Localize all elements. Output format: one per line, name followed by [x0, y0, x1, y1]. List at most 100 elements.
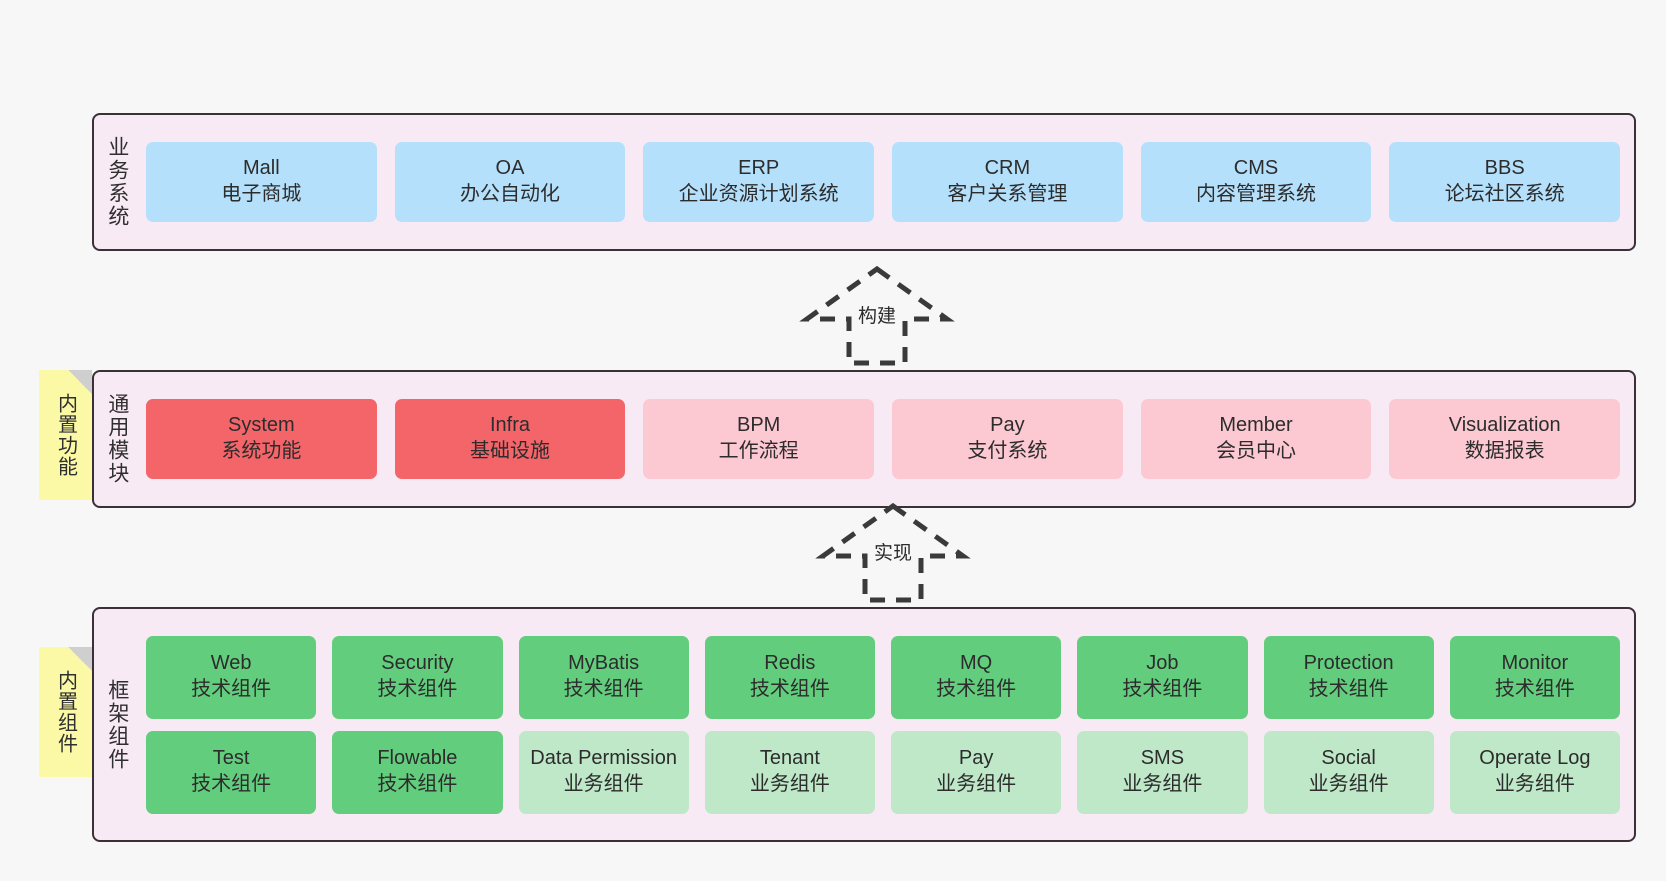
- node-label-en: Social: [1321, 747, 1376, 770]
- node-label-en: Tenant: [759, 747, 820, 770]
- layer-title-business-systems: 业务系统: [105, 136, 129, 228]
- node-test[interactable]: Test 技术组件: [146, 730, 317, 814]
- connector-implement: 实现: [793, 500, 993, 610]
- node-label-en: Infra: [489, 414, 531, 437]
- layer-business-systems: 业务系统 Mall 电子商城 OA 办公自动化 ERP 企业资源计划系统 CRM…: [92, 113, 1636, 251]
- node-label-cn: 技术组件: [936, 678, 1017, 700]
- node-label-en: Operate Log: [1479, 747, 1591, 770]
- note-label: 内置组件: [54, 670, 77, 754]
- node-redis[interactable]: Redis 技术组件: [704, 635, 875, 719]
- node-label-cn: 技术组件: [377, 773, 458, 795]
- node-web[interactable]: Web 技术组件: [146, 635, 317, 719]
- node-label-cn: 技术组件: [1122, 678, 1203, 700]
- node-sms[interactable]: SMS 业务组件: [1077, 730, 1248, 814]
- node-label-en: Protection: [1303, 652, 1394, 675]
- node-label-cn: 工作流程: [718, 440, 799, 462]
- node-pay-module[interactable]: Pay 支付系统: [892, 399, 1123, 479]
- node-label-cn: 技术组件: [191, 773, 272, 795]
- node-label-cn: 论坛社区系统: [1444, 183, 1565, 205]
- node-label-cn: 企业资源计划系统: [678, 183, 839, 205]
- node-label-en: Pay: [990, 414, 1025, 437]
- dashed-hollow-arrow-up-icon: [815, 502, 971, 603]
- node-label-cn: 技术组件: [377, 678, 458, 700]
- node-oa[interactable]: OA 办公自动化: [394, 142, 626, 222]
- node-infra[interactable]: Infra 基础设施: [394, 399, 626, 479]
- node-label-cn: 技术组件: [1494, 678, 1575, 700]
- node-security[interactable]: Security 技术组件: [332, 635, 503, 719]
- node-social[interactable]: Social 业务组件: [1263, 730, 1434, 814]
- node-job[interactable]: Job 技术组件: [1077, 635, 1248, 719]
- layer-body-framework-components: Web 技术组件 Security 技术组件 MyBatis 技术组件 Redi…: [140, 609, 1634, 840]
- node-member[interactable]: Member 会员中心: [1140, 399, 1372, 479]
- node-label-cn: 客户关系管理: [947, 183, 1068, 205]
- node-label-cn: 业务组件: [1308, 773, 1389, 795]
- node-monitor[interactable]: Monitor 技术组件: [1449, 635, 1620, 719]
- node-label-en: System: [227, 414, 295, 437]
- node-label-cn: 业务组件: [1122, 773, 1203, 795]
- node-label-en: Pay: [958, 747, 994, 770]
- layer-body-common-modules: System 系统功能 Infra 基础设施 BPM 工作流程 Pay 支付系统…: [140, 372, 1634, 506]
- node-label-cn: 会员中心: [1216, 440, 1297, 462]
- node-label-cn: 业务组件: [563, 773, 644, 795]
- node-tenant[interactable]: Tenant 业务组件: [704, 730, 875, 814]
- node-label-cn: 业务组件: [936, 773, 1017, 795]
- node-label-en: OA: [495, 157, 525, 180]
- node-label-cn: 技术组件: [563, 678, 644, 700]
- node-label-cn: 业务组件: [749, 773, 830, 795]
- node-system[interactable]: System 系统功能: [146, 399, 377, 479]
- node-label-en: Security: [381, 652, 454, 675]
- node-label-en: Flowable: [377, 747, 458, 770]
- node-label-cn: 内容管理系统: [1196, 183, 1317, 205]
- node-label-en: Visualization: [1448, 414, 1561, 437]
- node-label-en: Member: [1219, 414, 1293, 437]
- node-label-en: Monitor: [1501, 652, 1569, 675]
- layer-common-modules: 通用模块 System 系统功能 Infra 基础设施 BPM 工作流程 Pay…: [92, 370, 1636, 508]
- node-label-cn: 业务组件: [1494, 773, 1575, 795]
- node-label-en: Job: [1146, 652, 1179, 675]
- node-label-en: SMS: [1140, 747, 1185, 770]
- node-label-en: MyBatis: [568, 652, 640, 675]
- node-flowable[interactable]: Flowable 技术组件: [332, 730, 503, 814]
- node-cms[interactable]: CMS 内容管理系统: [1140, 142, 1372, 222]
- layer-body-business-systems: Mall 电子商城 OA 办公自动化 ERP 企业资源计划系统 CRM 客户关系…: [140, 115, 1634, 249]
- layer-title-framework-components: 框架组件: [105, 678, 129, 771]
- layer-title-common-modules: 通用模块: [105, 393, 129, 485]
- node-data-permission[interactable]: Data Permission 业务组件: [518, 730, 689, 814]
- node-label-en: BBS: [1484, 157, 1525, 180]
- connector-build: 构建: [777, 263, 977, 373]
- node-label-en: Web: [210, 652, 252, 675]
- note-builtin-features: 内置功能: [39, 370, 92, 500]
- node-label-cn: 数据报表: [1464, 440, 1545, 462]
- note-label: 内置功能: [54, 393, 77, 477]
- node-mybatis[interactable]: MyBatis 技术组件: [518, 635, 689, 719]
- node-label-en: BPM: [737, 414, 781, 437]
- node-bpm[interactable]: BPM 工作流程: [643, 399, 875, 479]
- node-crm[interactable]: CRM 客户关系管理: [892, 142, 1123, 222]
- dashed-hollow-arrow-up-icon: [799, 265, 955, 366]
- node-label-en: MQ: [960, 652, 993, 675]
- node-label-cn: 基础设施: [470, 440, 550, 462]
- node-visualization[interactable]: Visualization 数据报表: [1389, 399, 1621, 479]
- node-label-en: ERP: [738, 157, 780, 180]
- node-bbs[interactable]: BBS 论坛社区系统: [1389, 142, 1621, 222]
- node-label-cn: 办公自动化: [460, 183, 560, 205]
- framework-row-business: Test 技术组件 Flowable 技术组件 Data Permission …: [146, 730, 1620, 814]
- note-builtin-components: 内置组件: [39, 647, 92, 777]
- node-label-cn: 技术组件: [749, 678, 830, 700]
- layer-framework-components: 框架组件 Web 技术组件 Security 技术组件 MyBatis 技术组件…: [92, 607, 1636, 842]
- node-operate-log[interactable]: Operate Log 业务组件: [1449, 730, 1620, 814]
- node-mall[interactable]: Mall 电子商城: [146, 142, 377, 222]
- node-label-en: Data Permission: [530, 747, 677, 770]
- node-label-cn: 电子商城: [221, 183, 302, 205]
- node-pay-component[interactable]: Pay 业务组件: [891, 730, 1062, 814]
- node-mq[interactable]: MQ 技术组件: [891, 635, 1062, 719]
- node-erp[interactable]: ERP 企业资源计划系统: [643, 142, 875, 222]
- node-label-en: Redis: [764, 652, 816, 675]
- node-label-cn: 技术组件: [1308, 678, 1389, 700]
- node-label-cn: 支付系统: [967, 440, 1048, 462]
- node-protection[interactable]: Protection 技术组件: [1263, 635, 1434, 719]
- node-label-cn: 技术组件: [191, 678, 272, 700]
- framework-row-tech: Web 技术组件 Security 技术组件 MyBatis 技术组件 Redi…: [146, 635, 1620, 719]
- node-label-en: Mall: [243, 157, 280, 180]
